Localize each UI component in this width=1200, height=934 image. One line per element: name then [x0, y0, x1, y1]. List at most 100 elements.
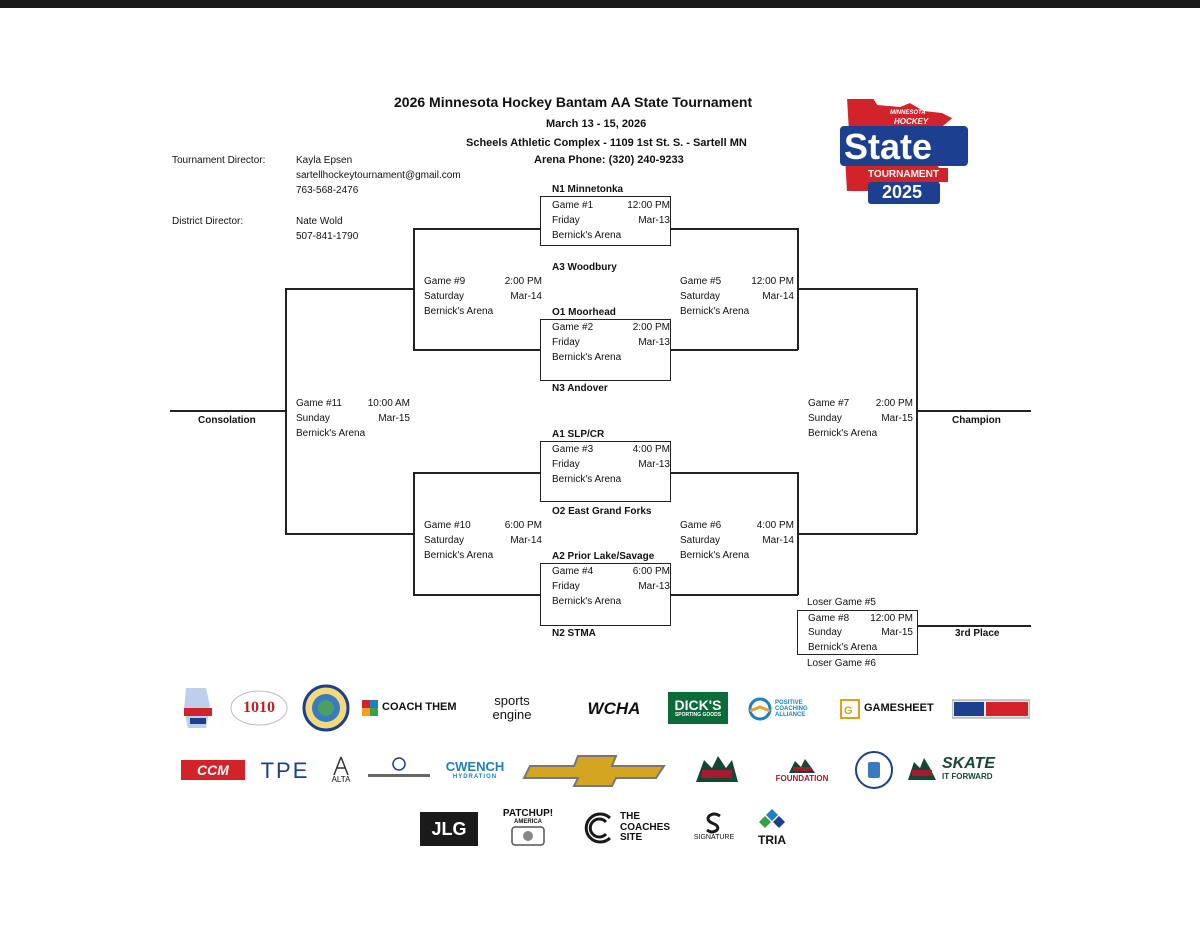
- sponsor-jlg-logo: JLG: [420, 812, 478, 846]
- game-date: Mar-13: [638, 459, 670, 470]
- team-n1: N1 Minnetonka: [552, 184, 624, 195]
- team-a3: A3 Woodbury: [552, 262, 617, 273]
- game-number: Game #10: [424, 520, 471, 531]
- sponsor-coach-them-logo: COACH THEM: [362, 698, 458, 718]
- game-date: Mar-15: [378, 413, 410, 424]
- foundation-icon: [789, 758, 815, 773]
- loser-game-5: Loser Game #5: [807, 597, 876, 608]
- game-3-box: [540, 441, 671, 502]
- sponsor-coaches-site-logo: THE COACHES SITE: [580, 808, 670, 848]
- game-1-box: [540, 196, 671, 246]
- sponsor-wcha-logo: WCHA: [576, 698, 652, 720]
- tournament-director-label: Tournament Director:: [172, 155, 266, 166]
- game-date: Mar-14: [510, 291, 542, 302]
- logo-line-hockey: HOCKEY: [894, 117, 929, 126]
- game-arena: Bernick's Arena: [424, 306, 494, 317]
- skate-wild-icon: [908, 758, 936, 780]
- sponsor-text: FOUNDATION: [775, 773, 829, 783]
- game-time: 6:00 PM: [504, 520, 542, 531]
- game-arena: Bernick's Arena: [424, 550, 494, 561]
- game-number: Game #7: [808, 398, 850, 409]
- logo-line-tournament: TOURNAMENT: [868, 169, 939, 180]
- sponsor-text: HYDRATION: [452, 773, 498, 780]
- game-arena: Bernick's Arena: [552, 352, 622, 363]
- game-number: Game #1: [552, 200, 594, 211]
- sponsor-text: THE: [619, 811, 640, 823]
- sponsor-sports-engine-logo: sports engine: [482, 692, 542, 724]
- signature-s-icon: [706, 812, 721, 834]
- third-place-label: 3rd Place: [955, 628, 1000, 639]
- page-title: 2026 Minnesota Hockey Bantam AA State To…: [394, 94, 753, 110]
- chevrolet-bowtie-icon: [522, 755, 666, 787]
- game-number: Game #11: [296, 398, 342, 409]
- tournament-director-phone: 763-568-2476: [296, 185, 359, 196]
- game-date: Mar-14: [510, 535, 542, 546]
- district-director-name: Nate Wold: [296, 216, 343, 227]
- game-date: Mar-15: [881, 413, 913, 424]
- sponsor-cwench-logo: CWENCH HYDRATION: [445, 756, 505, 784]
- game-time: 2:00 PM: [632, 322, 670, 333]
- game-date: Mar-13: [638, 581, 670, 592]
- game-arena: Bernick's Arena: [808, 642, 878, 653]
- tria-diamond-icon: [759, 808, 785, 828]
- sponsor-alta-logo: ALTA: [328, 750, 354, 790]
- sponsor-youth-hockey-logo: [180, 686, 216, 730]
- game-day: Friday: [552, 215, 580, 226]
- sponsor-text: TRIA: [758, 832, 786, 847]
- sponsor-text: IT FORWARD: [942, 772, 993, 782]
- top-dark-bar: [0, 0, 1200, 8]
- sponsor-text: engine: [492, 707, 532, 722]
- sponsor-text: COACHES: [619, 821, 670, 833]
- game-day: Saturday: [680, 291, 721, 302]
- logo-line-year: 2025: [882, 182, 923, 202]
- tournament-director-email[interactable]: sartellhockeytournament@gmail.com: [296, 170, 461, 181]
- sponsor-foundation-logo: FOUNDATION: [772, 752, 832, 788]
- game-date: Mar-13: [638, 337, 670, 348]
- game-arena: Bernick's Arena: [552, 474, 622, 485]
- coach-them-icon: [362, 700, 378, 716]
- sponsor-positive-coaching-logo: POSITIVE COACHING ALLIANCE: [748, 696, 828, 722]
- sponsor-text: SPORTING GOODS: [674, 711, 722, 718]
- team-n3: N3 Andover: [552, 383, 608, 394]
- game-arena: Bernick's Arena: [680, 306, 750, 317]
- sponsor-active-performance-logo: [364, 756, 434, 784]
- game-2-box: [540, 319, 671, 381]
- game-day: Saturday: [424, 535, 465, 546]
- loser-game-6: Loser Game #6: [807, 658, 876, 669]
- sponsor-text: ALTA: [331, 774, 351, 784]
- sponsor-northwest-seal-logo: [302, 684, 350, 732]
- game-number: Game #8: [808, 613, 850, 624]
- team-n2: N2 STMA: [552, 628, 596, 639]
- sponsor-text: sports: [494, 693, 530, 709]
- game-number: Game #3: [552, 444, 594, 455]
- game-day: Sunday: [808, 627, 842, 638]
- game-time: 6:00 PM: [632, 566, 670, 577]
- sponsor-text: CWENCH: [445, 759, 505, 775]
- sponsor-text: JLG: [431, 818, 467, 839]
- team-o2: O2 East Grand Forks: [552, 506, 652, 517]
- game-number: Game #2: [552, 322, 594, 333]
- game-date: Mar-13: [638, 215, 670, 226]
- sponsor-signature-concepts-logo: SIGNATURE: [690, 806, 738, 848]
- arena-phone: Arena Phone: (320) 240-9233: [534, 154, 684, 166]
- game-arena: Bernick's Arena: [808, 428, 878, 439]
- sponsor-text: AMERICA: [514, 819, 542, 826]
- coaches-site-icon: [584, 812, 612, 844]
- game-day: Friday: [552, 337, 580, 348]
- sponsor-text: WCHA: [587, 699, 641, 719]
- positive-coaching-icon: [748, 697, 772, 721]
- game-time: 4:00 PM: [632, 444, 670, 455]
- sponsor-tria-logo: TRIA: [750, 806, 794, 848]
- sponsor-text: SKATE: [942, 755, 996, 773]
- tournament-venue: Scheels Athletic Complex - 1109 1st St. …: [466, 137, 747, 149]
- sponsor-chevrolet-logo: [522, 752, 672, 790]
- team-a1: A1 SLP/CR: [552, 429, 605, 440]
- game-4-box: [540, 563, 671, 626]
- sponsor-circle-logo: [854, 750, 894, 790]
- sponsor-dicks-logo: DICK'S SPORTING GOODS: [668, 692, 728, 724]
- game-time: 12:00 PM: [627, 200, 670, 211]
- logo-line-state: State: [844, 126, 933, 167]
- sponsor-ccm-logo: CCM: [181, 760, 245, 780]
- game-time: 2:00 PM: [504, 276, 542, 287]
- game-date: Mar-14: [762, 535, 794, 546]
